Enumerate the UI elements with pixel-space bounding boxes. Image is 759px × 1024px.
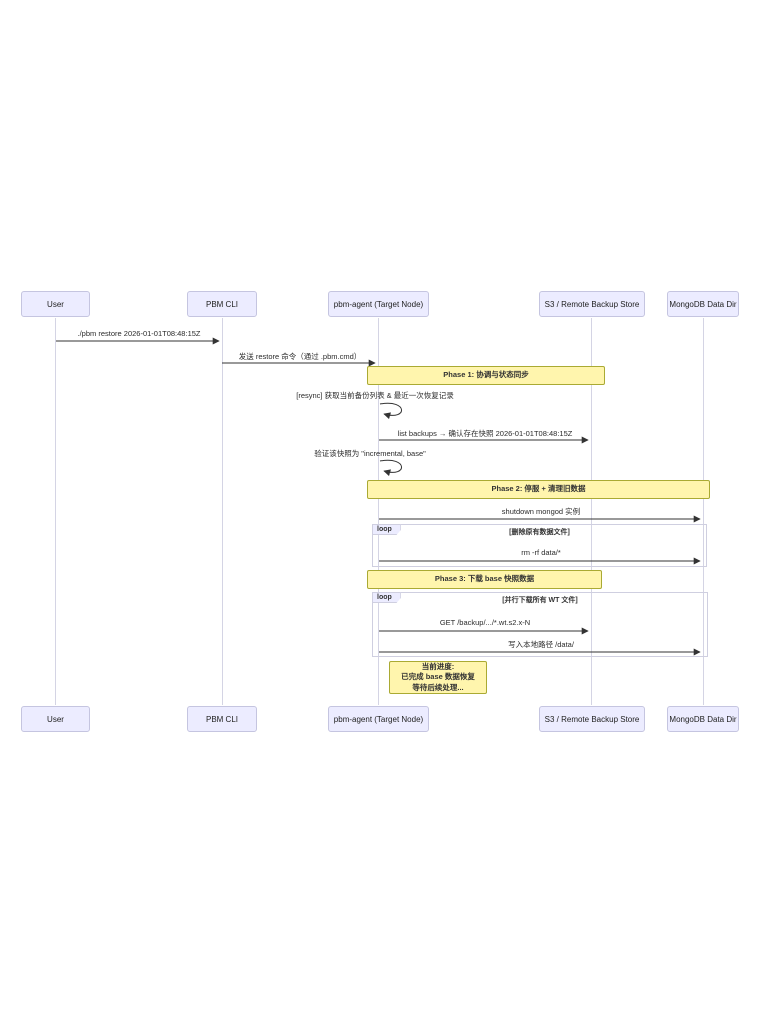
participant-pbm-agent-top: pbm-agent (Target Node) [328, 291, 429, 317]
loop-delete-data-condition: [删除原有数据文件] [509, 529, 570, 536]
message-restore-cmd: ./pbm restore 2026-01-01T08:48:15Z [77, 329, 201, 338]
note-progress-line3: 等待后续处理... [412, 682, 464, 692]
loop-download-wt: loop [并行下载所有 WT 文件] [372, 592, 708, 657]
message-send-restore: 发送 restore 命令（通过 .pbm.cmd） [238, 352, 362, 361]
participant-s3-top: S3 / Remote Backup Store [539, 291, 645, 317]
participant-user-top: User [21, 291, 90, 317]
loop-delete-data: loop [删除原有数据文件] [372, 524, 707, 567]
lifeline-pbm-cli [222, 318, 223, 705]
participant-user-bottom: User [21, 706, 90, 732]
message-get-backup: GET /backup/.../*.wt.s2.x-N [439, 618, 531, 627]
loop-download-wt-condition: [并行下载所有 WT 文件] [502, 597, 578, 604]
message-shutdown-mongod: shutdown mongod 实例 [501, 507, 581, 516]
participant-mongodb-bottom: MongoDB Data Dir [667, 706, 739, 732]
message-list-backups: list backups → 确认存在快照 2026-01-01T08:48:1… [397, 429, 573, 438]
participant-mongodb-top: MongoDB Data Dir [667, 291, 739, 317]
note-progress: 当前进度: 已完成 base 数据恢复 等待后续处理... [389, 661, 487, 694]
loop-delete-data-label: loop [372, 524, 401, 535]
participant-pbm-cli-bottom: PBM CLI [187, 706, 257, 732]
note-phase3: Phase 3: 下载 base 快照数据 [367, 570, 602, 589]
note-progress-line1: 当前进度: [421, 662, 455, 672]
message-rm-data: rm -rf data/* [521, 548, 561, 557]
message-verify-snapshot: 验证该快照为 "incremental, base" [314, 449, 426, 458]
lifeline-pbm-agent [378, 318, 379, 705]
selfloop-resync [379, 402, 402, 420]
message-write-local: 写入本地路径 /data/ [508, 640, 574, 649]
note-phase1: Phase 1: 协调与状态同步 [367, 366, 605, 385]
note-phase2: Phase 2: 停服 + 清理旧数据 [367, 480, 710, 499]
note-progress-line2: 已完成 base 数据恢复 [401, 672, 475, 682]
lifeline-mongodb-datadir [703, 318, 704, 705]
lifeline-user [55, 318, 56, 705]
participant-pbm-agent-bottom: pbm-agent (Target Node) [328, 706, 429, 732]
message-resync: [resync] 获取当前备份列表 & 最近一次恢复记录 [296, 391, 454, 400]
lifeline-s3 [591, 318, 592, 705]
selfloop-verify-snapshot [379, 459, 402, 477]
loop-download-wt-label: loop [372, 592, 401, 603]
participant-pbm-cli-top: PBM CLI [187, 291, 257, 317]
participant-s3-bottom: S3 / Remote Backup Store [539, 706, 645, 732]
